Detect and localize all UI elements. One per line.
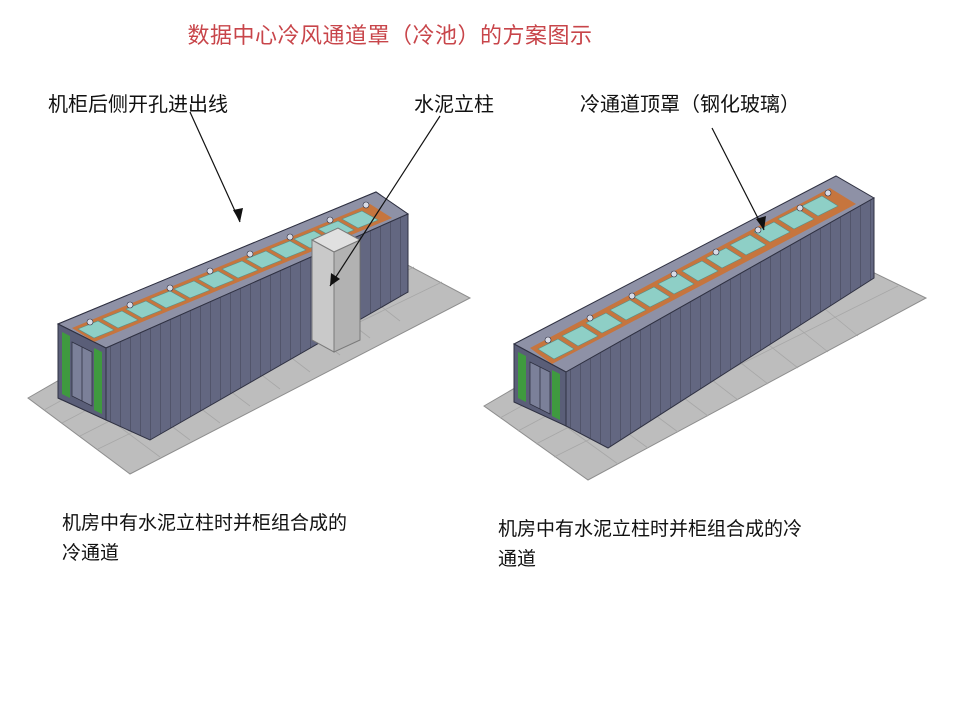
right-end-door — [513, 343, 567, 427]
left-glass-cover — [72, 204, 392, 342]
label-top-cover: 冷通道顶罩（钢化玻璃） — [580, 92, 800, 116]
caption-left-line1: 机房中有水泥立柱时并柜组合成的 — [62, 512, 348, 534]
concrete-pillar — [310, 227, 362, 353]
right-pointer-line — [711, 127, 765, 231]
caption-left-line2: 冷通道 — [62, 542, 120, 564]
left-cable-holes — [86, 201, 370, 326]
right-assembly — [483, 127, 928, 481]
right-glass-cover — [530, 188, 856, 364]
caption-right-line1: 机房中有水泥立柱时并柜组合成的冷 — [498, 518, 803, 540]
label-cable-holes: 机柜后侧开孔进出线 — [48, 92, 228, 116]
right-cable-holes — [544, 189, 832, 344]
left-arrowheads — [233, 208, 340, 286]
label-concrete-pillar: 水泥立柱 — [414, 92, 494, 116]
caption-right-line2: 通道 — [498, 548, 537, 570]
left-pointer-lines — [189, 111, 441, 287]
caption-left: 机房中有水泥立柱时并柜组合成的 冷通道 — [62, 508, 347, 568]
page-title: 数据中心冷风通道罩（冷池）的方案图示 — [187, 24, 593, 49]
right-arrowhead — [756, 216, 766, 230]
left-assembly — [27, 111, 472, 475]
left-end-door — [57, 323, 107, 421]
caption-right: 机房中有水泥立柱时并柜组合成的冷 通道 — [498, 514, 802, 574]
